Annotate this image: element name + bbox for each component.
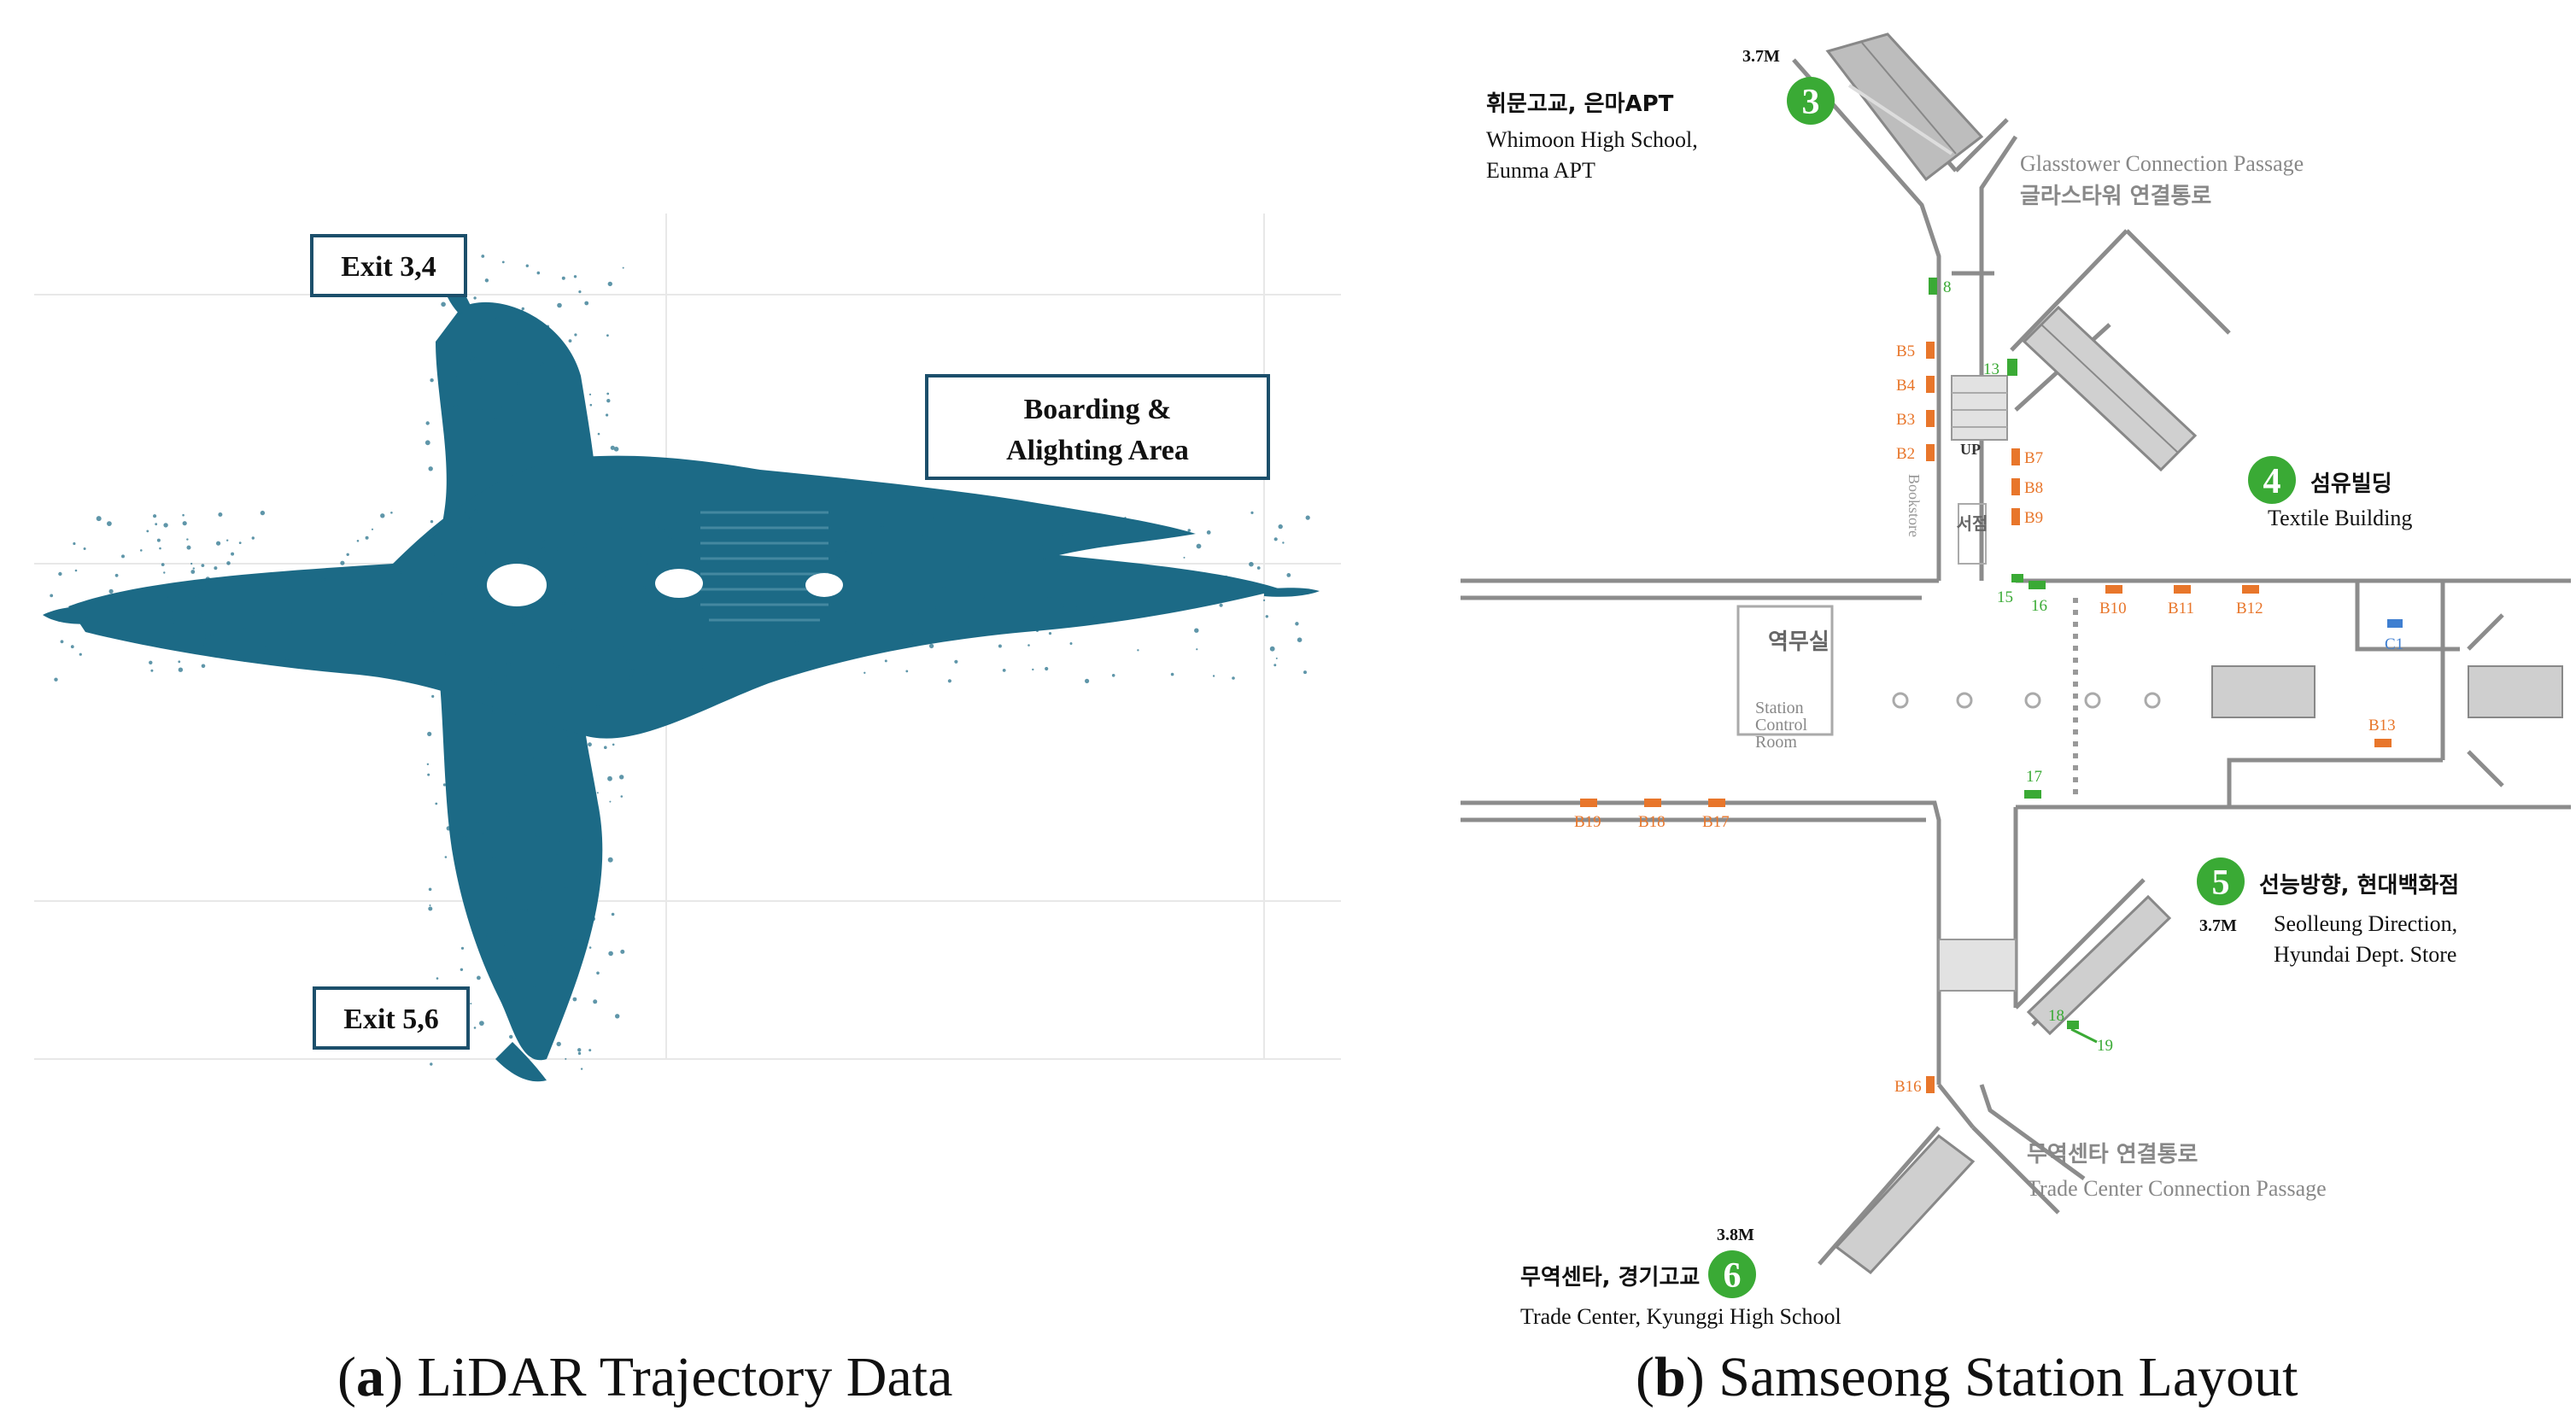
svg-text:B8: B8	[2024, 479, 2043, 497]
green-markers	[1929, 278, 2079, 1029]
svg-text:휘문고교, 은마APT: 휘문고교, 은마APT	[1486, 91, 1674, 117]
svg-text:C1: C1	[2385, 635, 2403, 653]
svg-text:Alighting Area: Alighting Area	[1006, 435, 1189, 466]
orange-markers	[1580, 342, 2392, 1093]
svg-text:B16: B16	[1894, 1078, 1922, 1096]
svg-text:B4: B4	[1896, 377, 1916, 395]
svg-text:Trade Center Connection Passag: Trade Center Connection Passage	[2027, 1176, 2327, 1201]
svg-text:5: 5	[2212, 863, 2230, 903]
exit4-badge: 4	[2248, 456, 2296, 504]
exit34-label: Exit 3,4	[310, 234, 467, 297]
green-marker-labels: 8 13 15 16 17 18 19	[1943, 278, 2113, 1055]
svg-text:Eunma APT: Eunma APT	[1486, 158, 1595, 183]
svg-text:Bookstore: Bookstore	[1906, 474, 1923, 537]
pillars	[1892, 692, 2161, 709]
caption-b: (b) Samseong Station Layout	[1636, 1346, 2298, 1408]
svg-text:Seolleung Direction,: Seolleung Direction,	[2274, 911, 2457, 936]
svg-text:글라스타워 연결통로: 글라스타워 연결통로	[2020, 184, 2211, 209]
svg-text:UP: UP	[1960, 441, 1981, 458]
svg-text:13: 13	[1983, 360, 1999, 378]
caption-a: (a) LiDAR Trajectory Data	[337, 1346, 953, 1408]
exit6-badge: 6	[1708, 1250, 1756, 1298]
pillar-holes	[487, 564, 843, 606]
svg-text:15: 15	[1997, 588, 2013, 606]
svg-text:Textile Building: Textile Building	[2268, 506, 2412, 530]
svg-text:3.7M: 3.7M	[2199, 916, 2237, 935]
svg-text:4: 4	[2263, 462, 2281, 501]
svg-text:Boarding &: Boarding &	[1024, 394, 1172, 425]
bookstore: 서점 Bookstore	[1906, 474, 1988, 565]
svg-text:B18: B18	[1638, 813, 1666, 831]
boarding-area-label: Boarding & Alighting Area	[925, 374, 1270, 480]
stairs-exit5	[2026, 894, 2172, 1036]
svg-text:3.8M: 3.8M	[1717, 1226, 1754, 1244]
central-escalator	[1938, 939, 2017, 992]
svg-text:B10: B10	[2099, 600, 2127, 617]
svg-text:17: 17	[2026, 768, 2042, 786]
svg-text:B19: B19	[1574, 813, 1601, 831]
svg-text:B5: B5	[1896, 342, 1915, 360]
svg-text:B7: B7	[2024, 449, 2043, 467]
orange-marker-labels: B5 B4 B3 B2 B7 B8 B9 B10 B11 B12 B13 B16…	[1574, 342, 2396, 1096]
svg-text:Glasstower Connection Passage: Glasstower Connection Passage	[2020, 151, 2304, 176]
lidar-plot: Exit 3,4 Boarding & Alighting Area Exit …	[34, 214, 1341, 1082]
stairs-exit3	[1825, 32, 1984, 182]
svg-text:B12: B12	[2236, 600, 2263, 617]
svg-text:3: 3	[1802, 83, 1820, 122]
svg-text:Exit 3,4: Exit 3,4	[341, 251, 436, 283]
svg-text:B3: B3	[1896, 411, 1915, 429]
walls	[1461, 50, 2571, 1266]
svg-text:B17: B17	[1702, 813, 1730, 831]
svg-text:Control: Control	[1755, 716, 1808, 734]
svg-text:B13: B13	[2368, 717, 2396, 734]
exit3-badge: 3	[1787, 77, 1835, 125]
svg-text:서점: 서점	[1957, 513, 1988, 534]
exit5-badge: 5	[2197, 857, 2245, 905]
svg-text:Hyundai Dept. Store: Hyundai Dept. Store	[2274, 942, 2456, 967]
escalator-up	[1951, 375, 2008, 441]
station-map: 3 4 5 6 3.7M 휘문고교, 은마APT Whimoon High Sc…	[1461, 32, 2571, 1329]
svg-text:섬유빌딩: 섬유빌딩	[2310, 471, 2392, 497]
blue-marker	[2387, 619, 2403, 628]
svg-text:8: 8	[1943, 278, 1952, 296]
svg-text:B9: B9	[2024, 509, 2043, 527]
lidar-panel: Exit 3,4 Boarding & Alighting Area Exit …	[34, 205, 1349, 1093]
svg-text:3.7M: 3.7M	[1742, 47, 1780, 66]
svg-text:19: 19	[2097, 1037, 2113, 1055]
svg-text:Whimoon High School,: Whimoon High School,	[1486, 127, 1698, 152]
control-room: 역무실 Station Control Room	[1736, 605, 1834, 752]
svg-text:Trade Center, Kyunggi High Sch: Trade Center, Kyunggi High School	[1520, 1304, 1841, 1329]
svg-text:무역센타 연결통로: 무역센타 연결통로	[2027, 1142, 2198, 1168]
svg-text:Station: Station	[1755, 699, 1804, 717]
station-layout-panel: 3 4 5 6 3.7M 휘문고교, 은마APT Whimoon High Sc…	[1461, 17, 2571, 1367]
svg-text:선능방향, 현대백화점: 선능방향, 현대백화점	[2259, 873, 2459, 898]
svg-text:B2: B2	[1896, 445, 1915, 463]
stairs-exit4	[2022, 305, 2198, 472]
svg-text:6: 6	[1724, 1256, 1742, 1296]
exit56-label: Exit 5,6	[313, 986, 470, 1050]
svg-text:Room: Room	[1755, 733, 1797, 752]
svg-text:Exit 5,6: Exit 5,6	[343, 1004, 438, 1035]
svg-text:역무실: 역무실	[1768, 629, 1830, 655]
svg-text:18: 18	[2048, 1007, 2064, 1025]
stairs-exit6	[1834, 1133, 1976, 1275]
svg-text:16: 16	[2031, 597, 2047, 615]
svg-text:B11: B11	[2168, 600, 2194, 617]
svg-text:무역센타, 경기고교: 무역센타, 경기고교	[1520, 1265, 1700, 1290]
stairs-right	[2211, 665, 2563, 718]
